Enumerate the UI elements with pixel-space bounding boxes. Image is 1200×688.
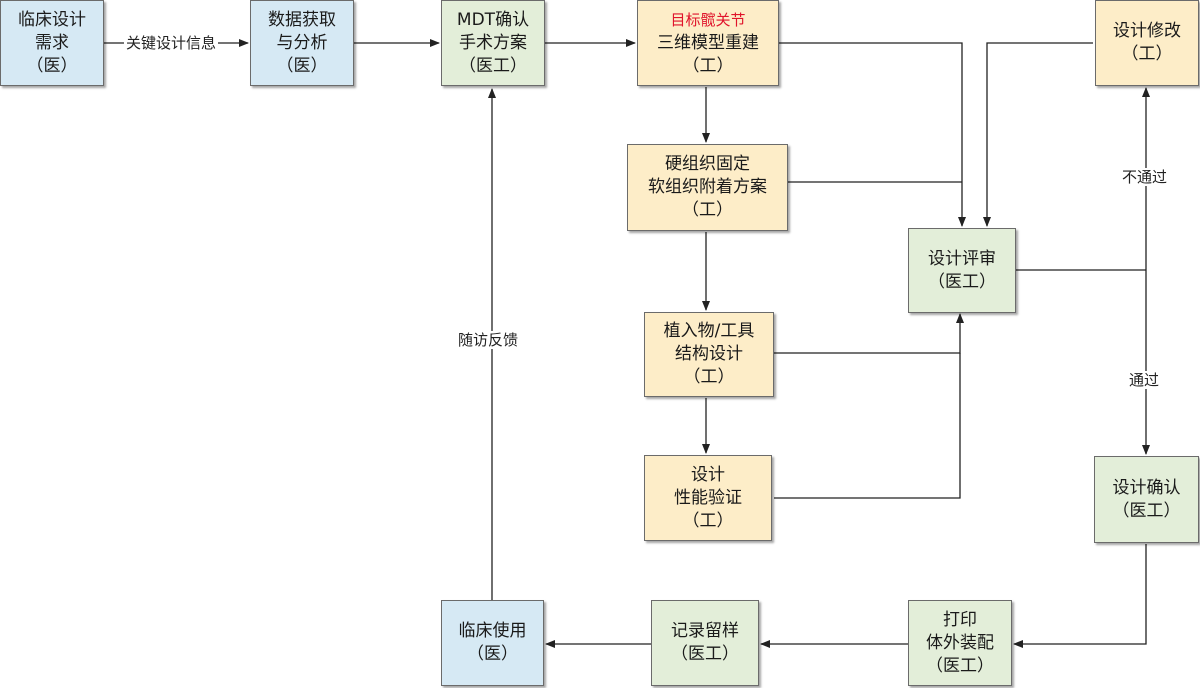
- node-line: 结构设计: [675, 344, 743, 364]
- node-implant-design: 植入物/工具 结构设计 （工）: [644, 312, 774, 397]
- edge-modify-to-review: [983, 42, 1093, 227]
- node-line: 记录留样: [671, 621, 739, 641]
- node-performance: 设计 性能验证 （工）: [644, 455, 772, 541]
- node-line: （医工）: [1112, 500, 1181, 521]
- node-line: 数据获取: [268, 9, 336, 30]
- highlight-label: 目标髋关节: [670, 10, 746, 29]
- node-line: 性能验证: [674, 487, 742, 508]
- node-line: 打印: [943, 609, 977, 630]
- node-line: 植入物/工具: [663, 321, 755, 341]
- node-line: （医工）: [671, 644, 739, 664]
- node-record-sample: 记录留样 （医工）: [651, 600, 759, 686]
- node-line: （工）: [683, 367, 735, 387]
- node-line: （医工）: [459, 55, 527, 76]
- node-line: （医）: [276, 55, 328, 76]
- node-line: 体外装配: [926, 632, 994, 653]
- node-line: 设计评审: [928, 248, 996, 269]
- node-line: MDT确认: [456, 9, 530, 30]
- node-line: （工）: [1121, 44, 1173, 64]
- edge-label-fail: 不通过: [1120, 168, 1170, 186]
- node-line: 设计: [691, 464, 725, 485]
- node-line: 软组织附着方案: [648, 177, 767, 197]
- node-tissue-plan: 硬组织固定 软组织附着方案 （工）: [627, 144, 788, 231]
- node-line: 与分析: [276, 32, 328, 53]
- node-line: （工）: [682, 200, 733, 220]
- node-clinical-need: 临床设计 需求 （医）: [0, 0, 104, 86]
- node-line: （医）: [467, 644, 518, 664]
- node-print-assembly: 打印 体外装配 （医工）: [908, 600, 1012, 686]
- node-design-modify: 设计修改 （工）: [1095, 0, 1199, 86]
- edge-performance-to-review: [774, 353, 961, 499]
- node-line: （医）: [26, 55, 78, 76]
- node-line: 临床使用: [458, 621, 527, 641]
- node-line: 需求: [35, 32, 69, 53]
- node-line: （医工）: [928, 271, 996, 292]
- node-mdt: MDT确认 手术方案 （医工）: [441, 0, 545, 86]
- node-line: 临床设计: [18, 9, 86, 30]
- node-line: （医工）: [926, 655, 994, 676]
- node-line: 硬组织固定: [665, 154, 750, 174]
- node-clinical-use: 临床使用 （医）: [441, 600, 544, 686]
- edge-confirm-to-print: [1013, 544, 1147, 648]
- node-data-analysis: 数据获取 与分析 （医）: [250, 0, 354, 86]
- node-line: （工）: [682, 510, 734, 531]
- node-line: 设计确认: [1112, 477, 1181, 498]
- edge-label-key-info: 关键设计信息: [124, 34, 219, 52]
- node-design-confirm: 设计确认 （医工）: [1094, 456, 1199, 543]
- node-line: （工）: [682, 55, 734, 76]
- node-line: 三维模型重建: [657, 32, 759, 53]
- node-line: 设计修改: [1113, 21, 1181, 41]
- node-design-review: 设计评审 （医工）: [908, 228, 1016, 313]
- edge-implant-to-review: [774, 313, 964, 354]
- edge-label-followup: 随访反馈: [456, 331, 521, 349]
- edge-label-pass: 通过: [1127, 371, 1162, 389]
- node-line: 手术方案: [459, 32, 527, 53]
- edge-reconstruct-to-review: [779, 42, 966, 227]
- node-reconstruct: 目标髋关节 三维模型重建 （工）: [637, 0, 779, 86]
